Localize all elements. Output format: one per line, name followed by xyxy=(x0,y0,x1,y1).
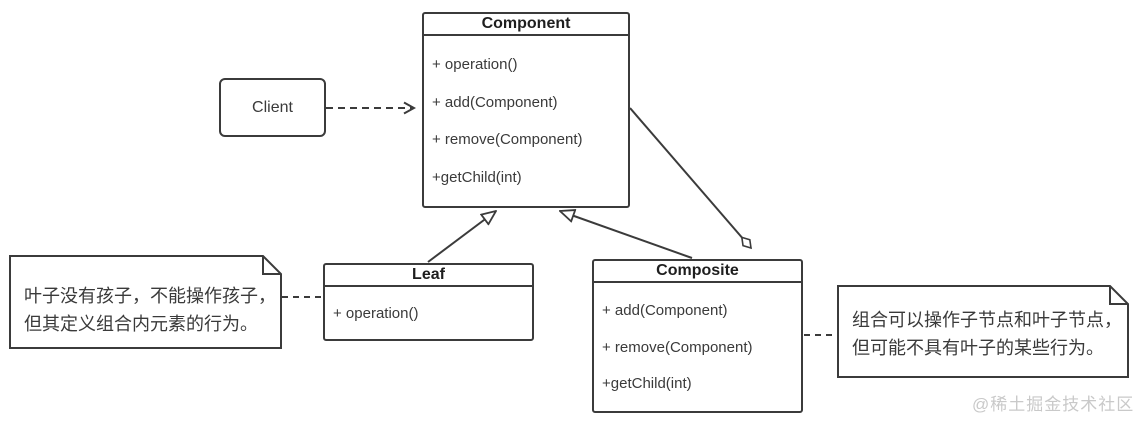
class-methods-leaf: + operation() xyxy=(325,287,532,339)
client-box: Client xyxy=(219,78,326,137)
class-box-composite: Composite + add(Component) + remove(Comp… xyxy=(592,259,803,413)
note-leaf: 叶子没有孩子，不能操作孩子， 但其定义组合内元素的行为。 xyxy=(24,282,276,338)
generalization-arrow-composite-to-component xyxy=(560,211,693,259)
note-shape-composite xyxy=(837,285,1129,378)
class-method: + remove(Component) xyxy=(432,131,583,149)
generalization-arrow-leaf-to-component xyxy=(427,211,496,263)
note-line: 叶子没有孩子，不能操作孩子， xyxy=(24,286,276,306)
class-box-leaf: Leaf + operation() xyxy=(323,263,534,341)
watermark: @稀土掘金技术社区 xyxy=(972,395,1135,414)
class-method: + remove(Component) xyxy=(602,338,753,356)
class-methods-component: + operation() + add(Component) + remove(… xyxy=(424,36,628,206)
note-line: 但可能不具有叶子的某些行为。 xyxy=(852,338,1104,358)
class-name-component: Component xyxy=(424,14,628,36)
class-name-leaf: Leaf xyxy=(325,265,532,287)
class-methods-composite: + add(Component) + remove(Component) +ge… xyxy=(594,283,801,411)
class-method: + add(Component) xyxy=(602,302,728,320)
class-method: +getChild(int) xyxy=(432,168,522,186)
aggregation-line-component-to-composite xyxy=(629,107,752,250)
class-box-component: Component + operation() + add(Component)… xyxy=(422,12,630,208)
class-method: +getChild(int) xyxy=(602,374,692,392)
note-shape-leaf xyxy=(9,255,282,349)
note-fold-corner-icon xyxy=(262,256,281,275)
note-line: 但其定义组合内元素的行为。 xyxy=(24,314,258,334)
note-body xyxy=(837,285,1129,378)
class-name-composite: Composite xyxy=(594,261,801,283)
note-fold-corner-icon xyxy=(1109,286,1128,305)
note-composite: 组合可以操作子节点和叶子节点， 但可能不具有叶子的某些行为。 xyxy=(852,306,1126,362)
note-body xyxy=(9,255,282,349)
class-method: + operation() xyxy=(333,304,419,322)
class-method: + operation() xyxy=(432,56,518,74)
class-method: + add(Component) xyxy=(432,93,558,111)
client-label: Client xyxy=(252,98,293,116)
note-line: 组合可以操作子节点和叶子节点， xyxy=(852,310,1122,330)
